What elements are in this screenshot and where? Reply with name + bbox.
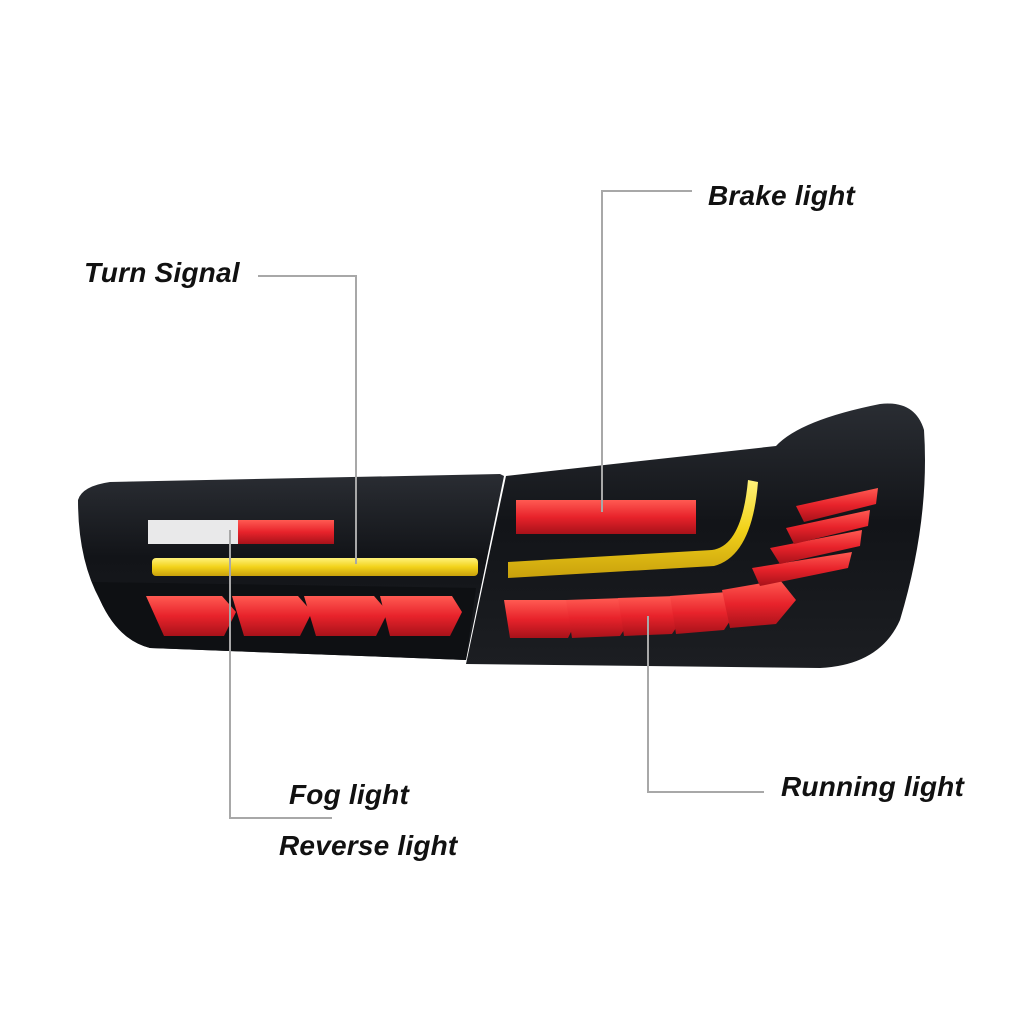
inner-lamp bbox=[78, 474, 504, 660]
inner-brake-strip bbox=[238, 520, 334, 544]
running-light-label: Running light bbox=[781, 771, 964, 802]
fog-reverse-leader bbox=[229, 530, 332, 819]
outer-running-segments bbox=[504, 488, 878, 638]
outer-brake-strip bbox=[516, 500, 696, 534]
inner-running-segments bbox=[146, 596, 462, 636]
reverse-light-label: Reverse light bbox=[279, 830, 458, 861]
brake-light-leader bbox=[601, 190, 692, 512]
outer-turn-strip bbox=[508, 480, 758, 578]
inner-turn-strip bbox=[152, 558, 478, 576]
reverse-lens bbox=[148, 520, 238, 544]
brake-light-label: Brake light bbox=[708, 180, 855, 211]
running-light-leader bbox=[647, 616, 764, 793]
leader-lines bbox=[229, 190, 764, 819]
turn-signal-leader bbox=[258, 275, 357, 564]
fog-light-label: Fog light bbox=[289, 779, 409, 810]
turn-signal-label: Turn Signal bbox=[84, 257, 240, 288]
outer-lamp bbox=[466, 403, 925, 668]
